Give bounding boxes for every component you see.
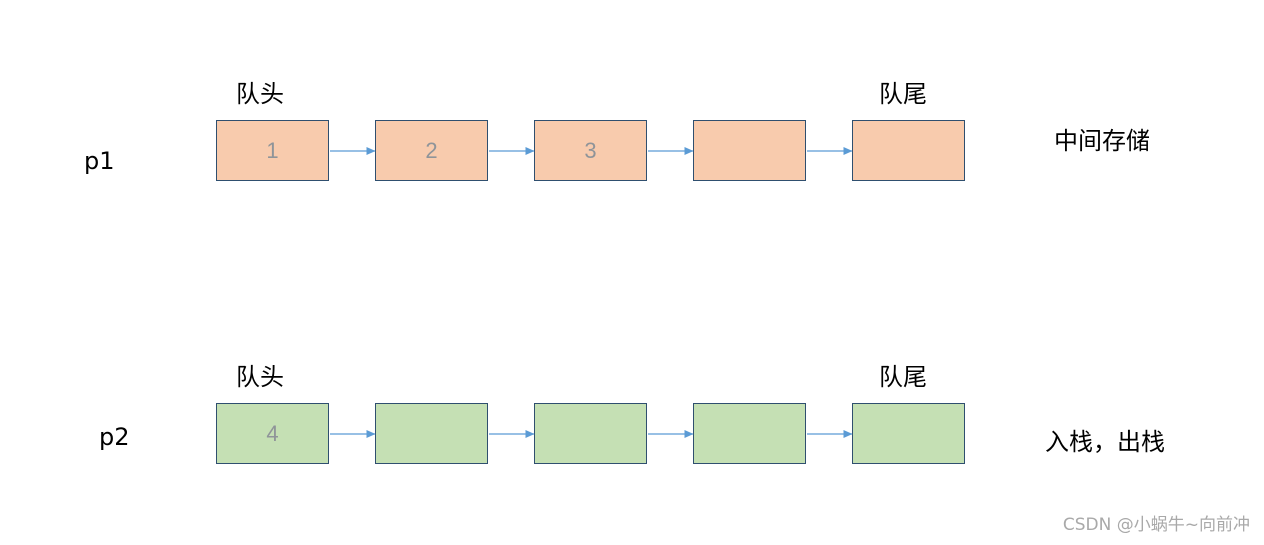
watermark: CSDN @小蜗牛~向前冲 (1062, 515, 1250, 535)
row-p1-cell-2-value: 2 (425, 137, 438, 163)
row-p1-cell-5 (852, 120, 965, 181)
row-p2-cell-1-value: 4 (266, 420, 279, 446)
row-p2-cell-2 (375, 403, 488, 464)
row-p1-cell-3: 3 (534, 120, 647, 181)
row-p1-cell-2: 2 (375, 120, 488, 181)
row-p1-cell-3-value: 3 (584, 137, 597, 163)
row-p1-name: p1 (84, 147, 115, 175)
row-p1-tail-label: 队尾 (879, 80, 927, 108)
row-p1-cell-4 (693, 120, 806, 181)
row-p2-cell-1: 4 (216, 403, 329, 464)
row-p2-cell-3 (534, 403, 647, 464)
row-p2-cell-4 (693, 403, 806, 464)
row-p1-head-label: 队头 (236, 80, 284, 108)
row-p2-cell-5 (852, 403, 965, 464)
row-p1-cell-1: 1 (216, 120, 329, 181)
row-p2-name: p2 (99, 423, 130, 451)
row-p2-head-label: 队头 (236, 363, 284, 391)
row-p2-note: 入栈，出栈 (1045, 428, 1165, 456)
row-p2-tail-label: 队尾 (879, 363, 927, 391)
row-p1-note: 中间存储 (1054, 127, 1150, 155)
row-p1-cell-1-value: 1 (266, 137, 279, 163)
